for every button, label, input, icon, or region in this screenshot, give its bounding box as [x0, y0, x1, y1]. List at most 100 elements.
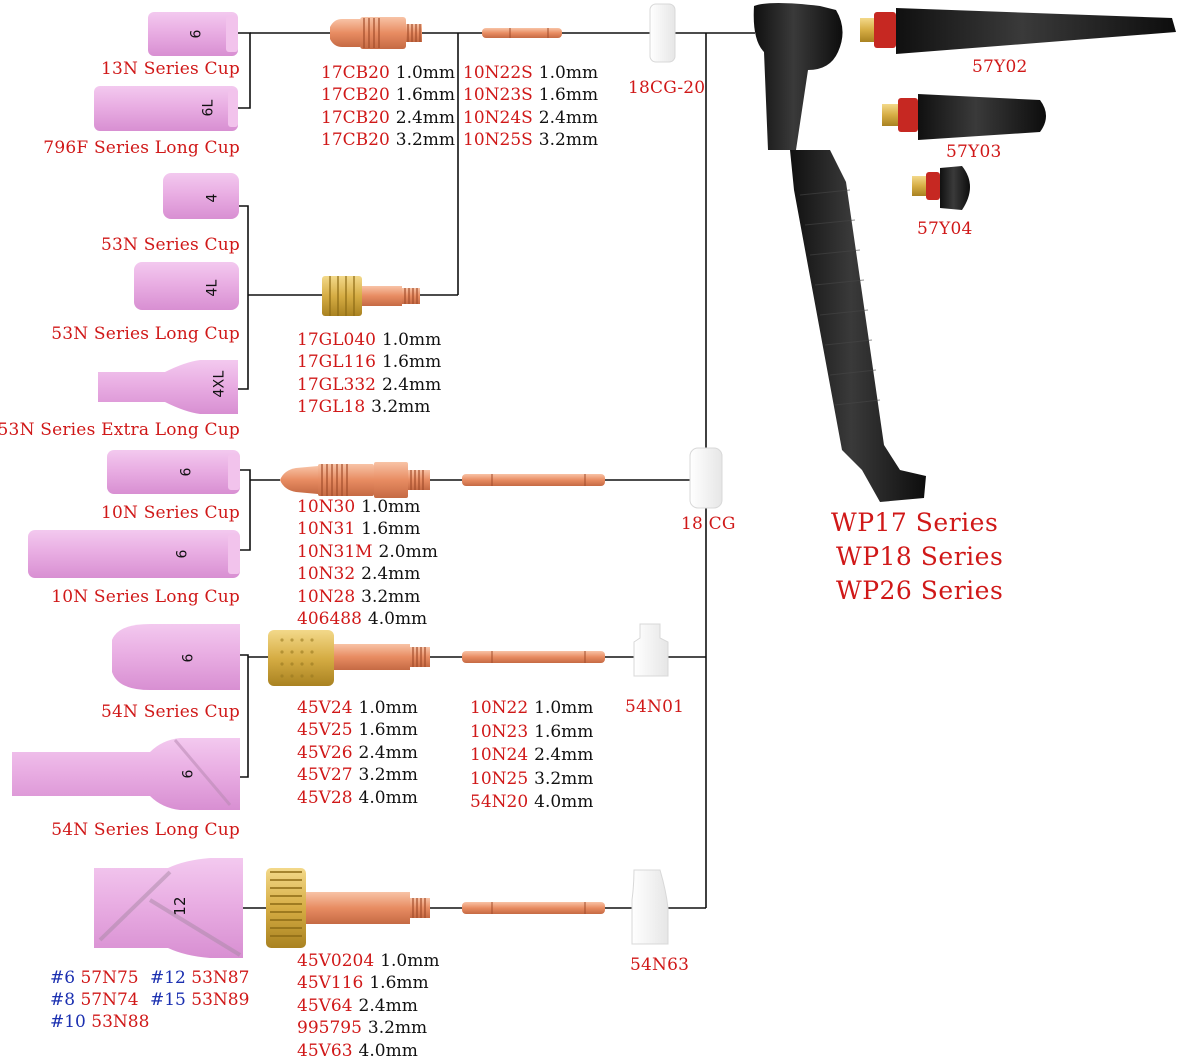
- collet-10n3: [462, 474, 605, 486]
- insulator-18cg-20-label: 18CG-20: [628, 78, 706, 98]
- back-cap-medium: [882, 94, 1046, 140]
- cup-54n-label: 54N Series Cup: [100, 702, 240, 722]
- cup-54n-long: [12, 738, 240, 810]
- cup-10n-long-number: 6: [174, 549, 191, 559]
- cup-53n-number: 4: [204, 193, 221, 203]
- cup-13n-label: 13N Series Cup: [100, 59, 240, 79]
- cup-10n-long-label: 10N Series Long Cup: [51, 587, 240, 607]
- large-cup-size-row: #8 57N74: [50, 990, 139, 1010]
- cup-796f: [94, 86, 238, 131]
- cup-53n-long-number: 4L: [204, 279, 221, 297]
- cup-53n: [163, 173, 239, 219]
- cup-53n-long-label: 53N Series Long Cup: [51, 324, 240, 344]
- back-cap-long: [860, 8, 1176, 54]
- cup-54n-long-label: 54N Series Long Cup: [51, 820, 240, 840]
- cup-10n: [107, 450, 240, 494]
- torch-series-wp18: WP18 Series: [836, 542, 1004, 571]
- insulator-54n63: [631, 869, 669, 945]
- torch-body: [753, 3, 926, 502]
- cup-54n-long-number: 6: [180, 769, 197, 779]
- cup-796f-label: 796F Series Long Cup: [43, 138, 240, 158]
- insulator-54n01: [633, 623, 669, 677]
- large-cup-size-row: #15 53N89: [150, 990, 250, 1010]
- cup-large-number: 12: [170, 896, 189, 916]
- large-cup-size-row: #10 53N88: [50, 1012, 150, 1032]
- insulator-18cg-20: [649, 3, 676, 63]
- back-cap-short-label: 57Y04: [917, 219, 973, 239]
- insulator-54n01-label: 54N01: [625, 697, 685, 717]
- collet-large: [462, 902, 605, 914]
- large-cup-size-row: #12 53N87: [150, 968, 250, 988]
- cup-10n-number: 6: [178, 467, 195, 477]
- cup-53n-label: 53N Series Cup: [100, 235, 240, 255]
- collet-body-10n3: [280, 462, 430, 498]
- gas-lens-45v: [268, 630, 430, 686]
- cup-53n-long: [134, 262, 239, 310]
- cup-796f-number: 6L: [200, 99, 217, 117]
- insulator-18cg-label: 18 CG: [681, 514, 736, 534]
- cup-53n-extra-long: [98, 360, 238, 414]
- back-cap-short: [912, 166, 970, 210]
- insulator-18cg: [689, 447, 723, 509]
- cup-54n: [112, 624, 240, 690]
- collet-body-17cb: [330, 17, 422, 49]
- cup-13n: [148, 12, 238, 56]
- cup-53n-extra-long-label: 53N Series Extra Long Cup: [0, 420, 240, 440]
- torch-series-wp26: WP26 Series: [836, 576, 1004, 605]
- cup-13n-number: 6: [188, 29, 205, 39]
- cup-54n-number: 6: [180, 653, 197, 663]
- torch-series-wp17: WP17 Series: [831, 508, 999, 537]
- collet-10n2: [462, 651, 605, 663]
- large-cup-size-row: #6 57N75: [50, 968, 139, 988]
- cup-10n-label: 10N Series Cup: [100, 503, 240, 523]
- gas-lens-17gl: [322, 276, 420, 316]
- back-cap-medium-label: 57Y03: [946, 142, 1002, 162]
- back-cap-long-label: 57Y02: [972, 57, 1028, 77]
- insulator-54n63-label: 54N63: [630, 955, 690, 975]
- large-gas-lens: [266, 868, 430, 948]
- cup-53n-extra-long-number: 4XL: [211, 370, 228, 398]
- collet-10n2s: [482, 28, 562, 38]
